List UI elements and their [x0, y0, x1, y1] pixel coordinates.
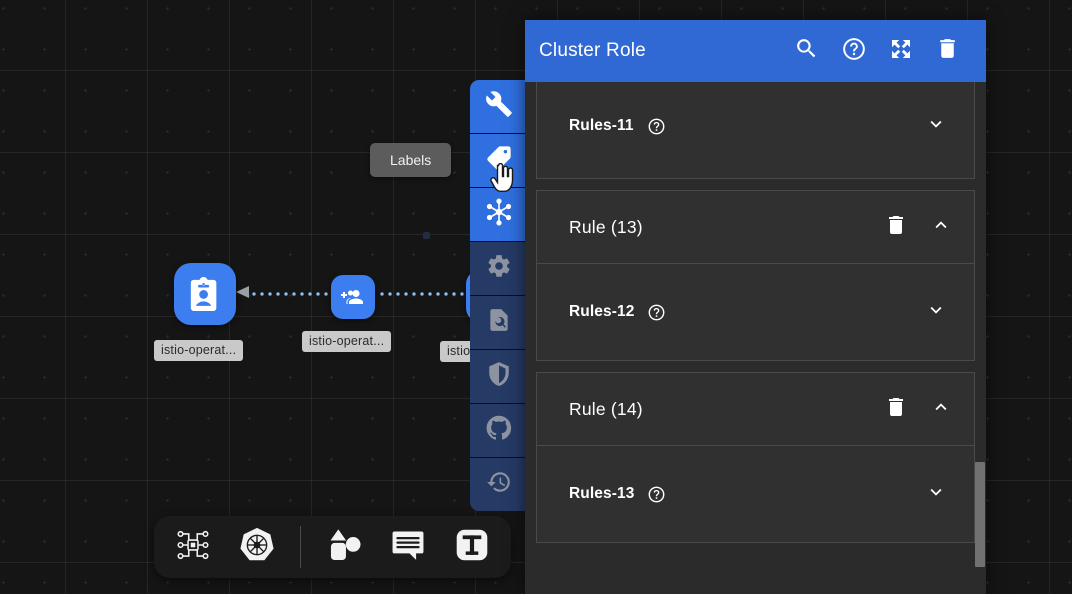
trash-icon[interactable]	[884, 213, 908, 242]
chevron-up-icon[interactable]	[930, 396, 952, 423]
bottom-tool-text[interactable]	[449, 524, 495, 570]
side-tool-settings[interactable]	[470, 242, 527, 296]
trash-icon[interactable]	[884, 395, 908, 424]
help-icon[interactable]	[647, 303, 666, 322]
rules-label: Rules-11	[569, 117, 634, 134]
label-tag-icon	[485, 144, 513, 177]
identity-badge-icon	[188, 277, 222, 311]
panel-scrollbar[interactable]	[974, 82, 986, 594]
panel-body[interactable]: Rules-11	[525, 82, 986, 594]
help-button[interactable]	[841, 36, 867, 67]
labels-tooltip: Labels	[370, 143, 452, 177]
graph-node-group[interactable]	[331, 275, 375, 319]
help-icon	[841, 36, 867, 67]
chevron-down-icon[interactable]	[925, 113, 947, 140]
graph-node-identity[interactable]	[174, 263, 236, 325]
circuit-chip-icon	[176, 528, 210, 567]
node-label: istio-operat...	[302, 331, 392, 352]
text-tool-icon	[454, 527, 490, 568]
bottom-tool-shapes[interactable]	[321, 524, 367, 570]
chevron-up-icon[interactable]	[930, 214, 952, 241]
delete-button[interactable]	[935, 36, 960, 66]
history-clock-icon	[486, 469, 512, 500]
gear-icon	[486, 253, 512, 284]
rule-card: Rule (14)	[536, 372, 975, 543]
rules-label: Rules-12	[569, 303, 635, 320]
panel-header-actions	[794, 36, 960, 67]
rules-row[interactable]: Rules-11	[537, 82, 974, 178]
chevron-down-icon[interactable]	[925, 299, 947, 326]
rule-card: Rule (13)	[536, 190, 975, 361]
rule-title: Rule (13)	[569, 216, 643, 237]
rules-label: Rules-13	[569, 485, 635, 502]
toolbar-divider	[300, 526, 301, 568]
graph-edge	[250, 292, 330, 296]
bottom-tool-kubernetes[interactable]	[234, 524, 280, 570]
side-tool-labels[interactable]	[470, 134, 527, 188]
shield-icon	[486, 361, 512, 392]
canvas-dot	[423, 232, 430, 239]
edge-arrow-icon	[236, 286, 249, 298]
rules-row[interactable]: Rules-12	[537, 264, 974, 360]
rule-title: Rule (14)	[569, 398, 643, 419]
trash-icon	[935, 36, 960, 66]
help-icon[interactable]	[647, 117, 666, 136]
cluster-role-panel: Cluster Role	[525, 20, 986, 594]
rule-header[interactable]: Rule (14)	[537, 373, 974, 446]
rule-actions	[884, 395, 952, 424]
kubernetes-icon	[238, 526, 276, 569]
panel-title: Cluster Role	[539, 40, 646, 61]
chevron-down-icon[interactable]	[925, 481, 947, 508]
bottom-toolbar	[154, 516, 511, 578]
wrench-icon	[485, 90, 513, 123]
network-nodes-icon	[484, 197, 514, 232]
scrollbar-thumb[interactable]	[975, 462, 985, 567]
bottom-tool-comment[interactable]	[385, 524, 431, 570]
document-search-icon	[486, 307, 512, 338]
panel-header: Cluster Role	[525, 20, 986, 82]
expand-icon	[889, 37, 913, 66]
github-icon	[485, 414, 513, 447]
comment-icon	[390, 527, 426, 568]
side-tool-github[interactable]	[470, 404, 527, 458]
add-group-icon	[341, 285, 365, 309]
bottom-tool-infrastructure[interactable]	[170, 524, 216, 570]
side-toolbar	[470, 80, 527, 511]
shapes-icon	[326, 527, 362, 568]
search-button[interactable]	[794, 36, 819, 66]
side-tool-security[interactable]	[470, 350, 527, 404]
side-tool-wrench[interactable]	[470, 80, 527, 134]
side-tool-inspect[interactable]	[470, 296, 527, 350]
search-icon	[794, 36, 819, 66]
node-label: istio	[440, 341, 478, 362]
help-icon[interactable]	[647, 485, 666, 504]
side-tool-history[interactable]	[470, 458, 527, 511]
expand-button[interactable]	[889, 37, 913, 66]
side-tool-topology[interactable]	[470, 188, 527, 242]
rules-card: Rules-11	[536, 82, 975, 179]
rule-actions	[884, 213, 952, 242]
graph-edge	[378, 292, 470, 296]
rules-row[interactable]: Rules-13	[537, 446, 974, 542]
rule-header[interactable]: Rule (13)	[537, 191, 974, 264]
node-label: istio-operat...	[154, 340, 244, 361]
